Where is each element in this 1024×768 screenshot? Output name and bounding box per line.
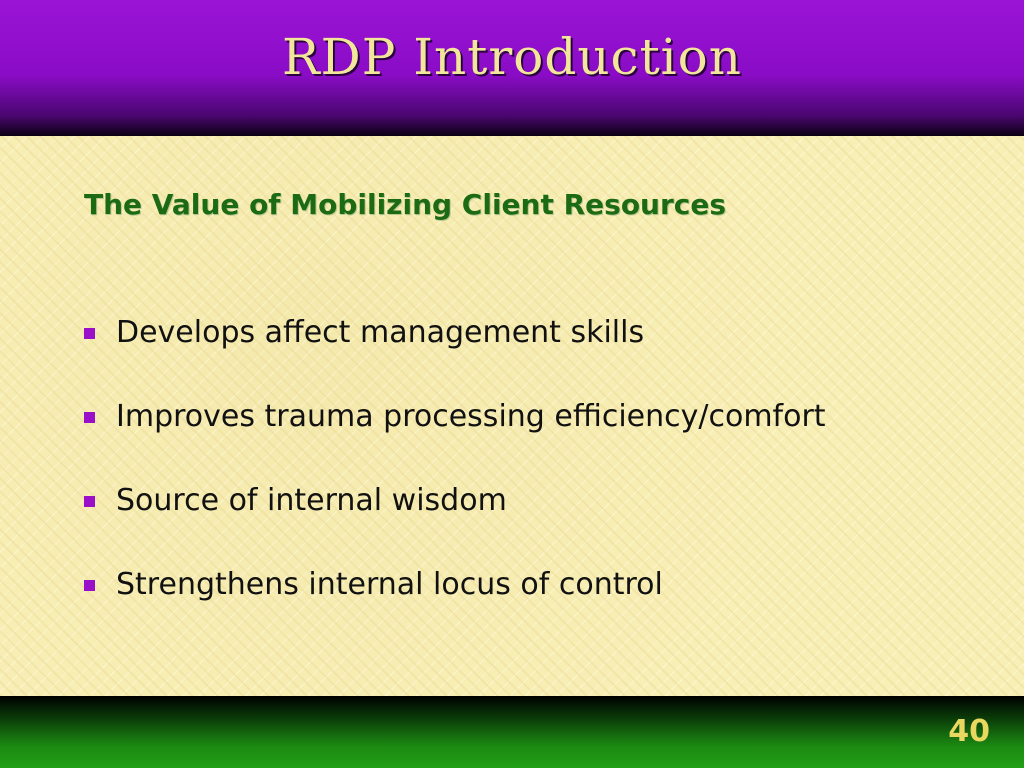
bullet-item: Source of internal wisdom — [84, 482, 826, 566]
bullet-list: Develops affect management skills Improv… — [84, 314, 826, 650]
slide-footer: 40 — [0, 696, 1024, 768]
square-bullet-icon — [84, 412, 95, 423]
slide-subtitle: The Value of Mobilizing Client Resources — [84, 188, 727, 221]
bullet-text: Strengthens internal locus of control — [116, 567, 663, 602]
bullet-text: Source of internal wisdom — [116, 483, 507, 518]
square-bullet-icon — [84, 580, 95, 591]
slide-header: RDP Introduction — [0, 0, 1024, 136]
bullet-text: Improves trauma processing efficiency/co… — [116, 399, 826, 434]
bullet-item: Develops affect management skills — [84, 314, 826, 398]
bullet-item: Strengthens internal locus of control — [84, 566, 826, 650]
bullet-text: Develops affect management skills — [116, 315, 645, 350]
slide-body: The Value of Mobilizing Client Resources… — [0, 136, 1024, 696]
square-bullet-icon — [84, 496, 95, 507]
slide-title: RDP Introduction — [282, 28, 742, 86]
square-bullet-icon — [84, 328, 95, 339]
bullet-item: Improves trauma processing efficiency/co… — [84, 398, 826, 482]
slide-number: 40 — [948, 714, 990, 749]
